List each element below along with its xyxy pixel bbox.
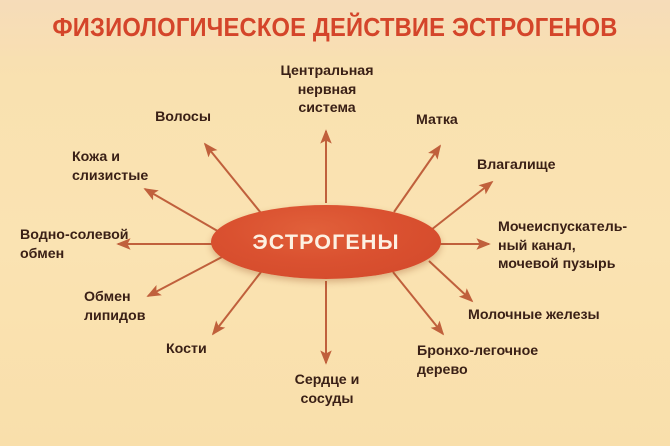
node-cns: Центральная нервная система <box>280 63 374 117</box>
node-lungs: Бронхо-легочное дерево <box>417 343 539 378</box>
title-band <box>0 0 670 56</box>
node-vagina: Влагалище <box>477 157 556 173</box>
node-lipids: Обмен липидов <box>84 289 146 324</box>
node-breast: Молочные железы <box>468 307 600 323</box>
hub-label: ЭСТРОГЕНЫ <box>252 229 400 254</box>
node-skin: Кожа и слизистые <box>72 149 149 184</box>
node-hair: Волосы <box>155 109 211 125</box>
arrow-to-vagina <box>430 180 494 231</box>
arrow-to-uterus <box>393 144 442 213</box>
arrow-to-hair <box>203 142 262 214</box>
node-heart: Сердце и сосуды <box>294 372 360 407</box>
arrow-to-breast <box>428 260 474 303</box>
node-urinary: Мочеиспускатель- ный канал, мочевой пузы… <box>498 219 628 273</box>
node-uterus: Матка <box>416 112 458 128</box>
arrow-to-lungs <box>392 271 445 336</box>
page-title: ФИЗИОЛОГИЧЕСКОЕ ДЕЙСТВИЕ ЭСТРОГЕНОВ <box>52 14 618 42</box>
hub-node: ЭСТРОГЕНЫ <box>211 205 441 279</box>
arrow-to-skin <box>143 188 222 234</box>
arrow-to-bones <box>211 271 262 336</box>
node-water-salt: Водно-солевой обмен <box>20 227 129 262</box>
arrow-to-lipids <box>146 256 223 297</box>
node-bones: Кости <box>166 341 207 357</box>
